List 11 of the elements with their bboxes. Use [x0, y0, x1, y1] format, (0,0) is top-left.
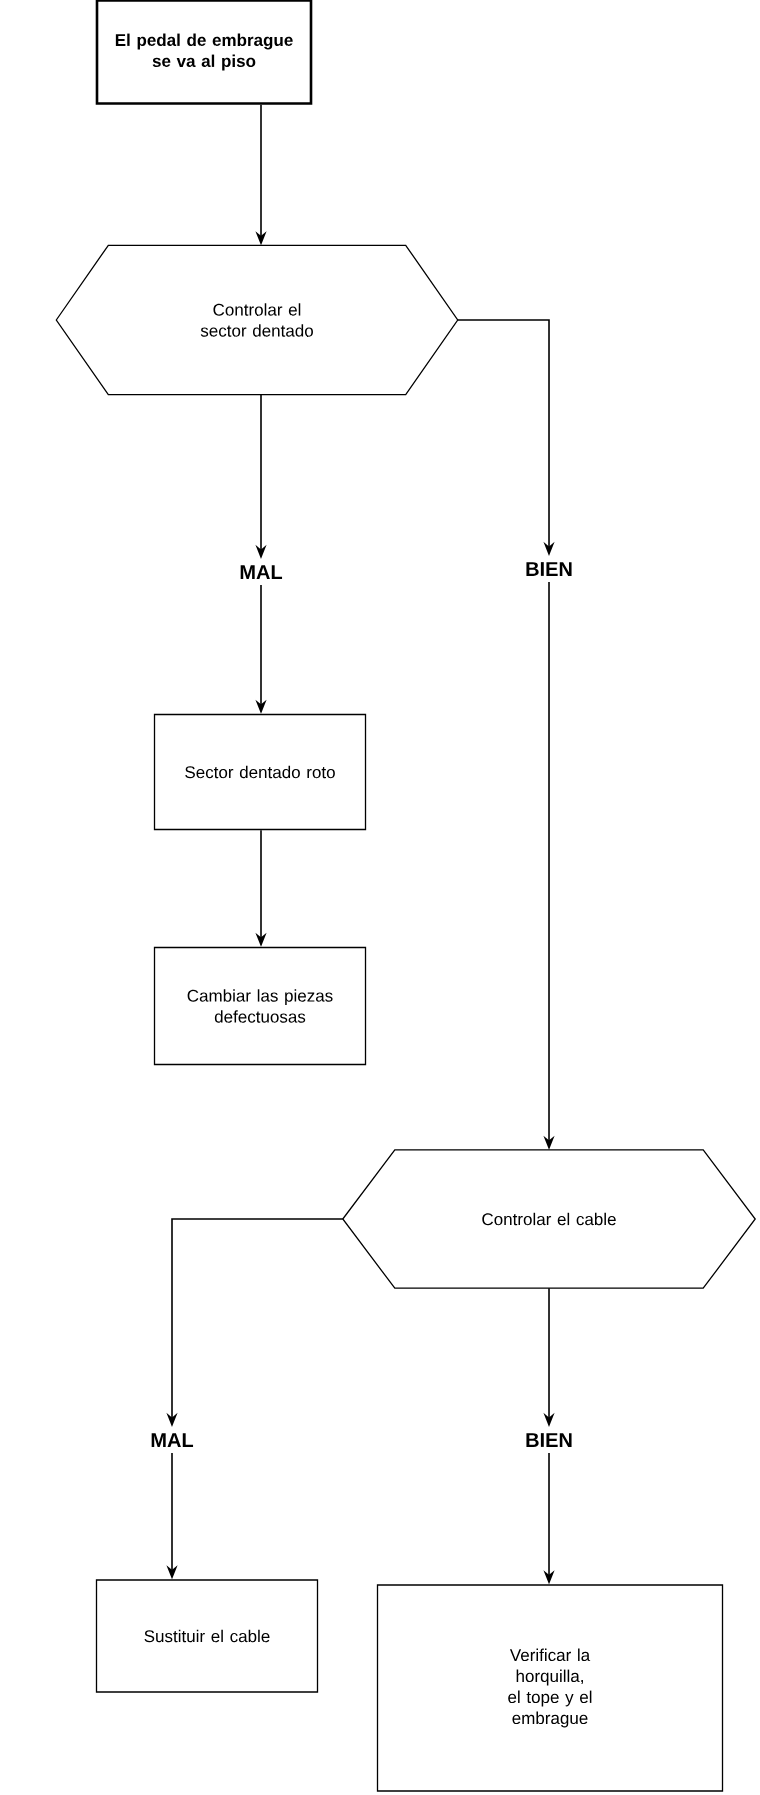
process-box: Sector dentado roto: [153, 713, 367, 831]
branch-label: BIEN: [526, 1433, 572, 1447]
process-box: Verificar la horquilla, el tope y el embrague: [376, 1584, 724, 1792]
process-box: El pedal de embrague se va al piso: [95, 0, 313, 105]
branch-label: MAL: [240, 565, 283, 579]
process-box: Sustituir el cable: [95, 1579, 319, 1693]
branch-label: MAL: [151, 1433, 194, 1447]
decision-hexagon: Controlar el sector dentado: [55, 244, 459, 396]
decision-hexagon: Controlar el cable: [342, 1149, 757, 1289]
process-box: Cambiar las piezas defectuosas: [153, 946, 367, 1066]
branch-label: BIEN: [526, 562, 572, 576]
